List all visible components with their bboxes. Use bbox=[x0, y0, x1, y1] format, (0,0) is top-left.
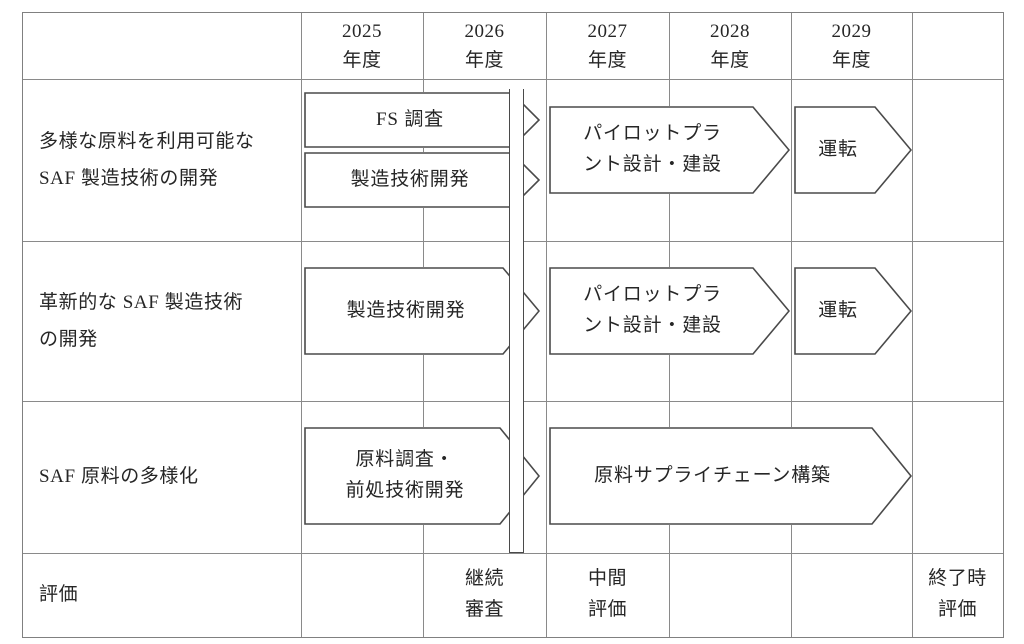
bar-label: FS 調査 bbox=[376, 105, 444, 136]
eval-cell-2025 bbox=[301, 553, 423, 637]
eval-cell-2026-continuation-review: 継続 審査 bbox=[423, 553, 546, 637]
chevron-shape bbox=[549, 267, 790, 355]
bar-label: パイロットプラ ント設計・建設 bbox=[583, 280, 722, 342]
eval-label-line: 審査 bbox=[464, 599, 504, 620]
header-year-unit: 年度 bbox=[587, 50, 627, 71]
bar-row3-feedstock-supply-chain[interactable]: 原料サプライチェーン構築 bbox=[549, 427, 912, 525]
row-label-innovative-saf-tech: 革新的な SAF 製造技術 の開発 bbox=[23, 241, 301, 401]
bar-label: 製造技術開発 bbox=[351, 165, 470, 196]
bar-label: 製造技術開発 bbox=[347, 296, 466, 327]
header-year-value: 2026 bbox=[464, 20, 505, 42]
eval-label-line: 評価 bbox=[937, 599, 977, 620]
bar-label-line: 製造技術開発 bbox=[346, 299, 466, 321]
row-label-diverse-feedstock-saf: 多様な原料を利用可能な SAF 製造技術の開発 bbox=[23, 79, 301, 241]
row-label-line: SAF 製造技術の開発 bbox=[39, 168, 219, 189]
row-divider-header bbox=[23, 79, 1003, 80]
bar-row2-operation[interactable]: 運転 bbox=[794, 267, 912, 355]
column-divider-5 bbox=[791, 13, 792, 637]
bar-label: 運転 bbox=[818, 296, 858, 327]
header-year-2029: 2029 年度 bbox=[791, 13, 912, 79]
chevron-shape bbox=[794, 267, 912, 355]
header-year-2027: 2027 年度 bbox=[546, 13, 669, 79]
bar-label: パイロットプラ ント設計・建設 bbox=[583, 119, 722, 181]
eval-cell-2029 bbox=[791, 553, 912, 637]
bar-label-line: パイロットプラ bbox=[583, 284, 722, 306]
row-label-evaluation: 評価 bbox=[23, 553, 301, 637]
header-year-2028: 2028 年度 bbox=[669, 13, 791, 79]
row-label-line: 評価 bbox=[39, 584, 79, 606]
chevron-shape bbox=[549, 106, 790, 194]
header-year-value: 2025 bbox=[342, 20, 382, 42]
header-year-2026: 2026 年度 bbox=[423, 13, 546, 79]
header-year-value: 2029 bbox=[831, 20, 872, 42]
column-divider-3 bbox=[546, 13, 547, 637]
bar-label-line: 運転 bbox=[818, 299, 858, 321]
header-year-unit: 年度 bbox=[831, 50, 871, 71]
eval-cell-2027-interim-evaluation: 中間 評価 bbox=[546, 553, 669, 637]
column-divider-1 bbox=[301, 13, 302, 637]
header-year-value: 2027 bbox=[587, 20, 628, 42]
bar-label-line: ント設計・建設 bbox=[583, 154, 722, 175]
header-year-unit: 年度 bbox=[710, 50, 750, 71]
chevron-shape bbox=[304, 92, 540, 148]
row-label-line: 多様な原料を利用可能な bbox=[39, 130, 255, 152]
row-label-line: の開発 bbox=[39, 329, 98, 350]
bar-label-line: 前処技術開発 bbox=[345, 480, 465, 501]
bar-row1-fs-survey[interactable]: FS 調査 bbox=[304, 92, 540, 148]
column-divider-6 bbox=[912, 13, 913, 637]
bar-label-line: 原料サプライチェーン構築 bbox=[594, 464, 831, 486]
eval-label-line: 評価 bbox=[587, 599, 627, 620]
eval-label-line: 終了時 bbox=[928, 568, 987, 590]
chevron-shape bbox=[549, 427, 912, 525]
header-year-unit: 年度 bbox=[464, 50, 504, 71]
eval-label-line: 継続 bbox=[464, 568, 504, 590]
bar-row2-pilot-plant-design-build[interactable]: パイロットプラ ント設計・建設 bbox=[549, 267, 790, 355]
bar-row1-production-tech-dev[interactable]: 製造技術開発 bbox=[304, 152, 540, 208]
bar-row2-production-tech-dev[interactable]: 製造技術開発 bbox=[304, 267, 540, 355]
bar-label: 原料調査・ 前処技術開発 bbox=[346, 445, 465, 507]
bar-label-line: パイロットプラ bbox=[583, 123, 722, 145]
bar-label: 原料サプライチェーン構築 bbox=[594, 461, 831, 492]
eval-label-line: 中間 bbox=[587, 568, 627, 590]
continuation-review-connector bbox=[509, 89, 524, 553]
header-year-unit: 年度 bbox=[342, 50, 382, 71]
bar-label: 運転 bbox=[818, 135, 858, 166]
bar-label-line: FS 調査 bbox=[376, 108, 444, 130]
bar-label-line: 製造技術開発 bbox=[350, 168, 470, 190]
roadmap-table: 2025 年度 2026 年度 2027 年度 2028 年度 2029 年度 … bbox=[22, 12, 1004, 638]
chevron-shape bbox=[304, 152, 540, 208]
bar-label-line: ント設計・建設 bbox=[583, 315, 722, 336]
chevron-shape bbox=[794, 106, 912, 194]
eval-cell-final-evaluation: 終了時 評価 bbox=[912, 553, 1003, 637]
eval-cell-2028 bbox=[669, 553, 791, 637]
bar-label-line: 運転 bbox=[818, 138, 858, 160]
bar-row1-operation[interactable]: 運転 bbox=[794, 106, 912, 194]
row-label-saf-feedstock-diversification: SAF 原料の多様化 bbox=[23, 401, 301, 553]
row-divider-3 bbox=[23, 553, 1003, 554]
header-year-2025: 2025 年度 bbox=[301, 13, 423, 79]
bar-row3-feedstock-survey-pretreatment[interactable]: 原料調査・ 前処技術開発 bbox=[304, 427, 540, 525]
header-year-value: 2028 bbox=[710, 20, 750, 42]
row-label-line: SAF 原料の多様化 bbox=[39, 466, 199, 488]
bar-label-line: 原料調査・ bbox=[355, 449, 455, 471]
bar-row1-pilot-plant-design-build[interactable]: パイロットプラ ント設計・建設 bbox=[549, 106, 790, 194]
row-label-line: 革新的な SAF 製造技術 bbox=[39, 291, 244, 313]
